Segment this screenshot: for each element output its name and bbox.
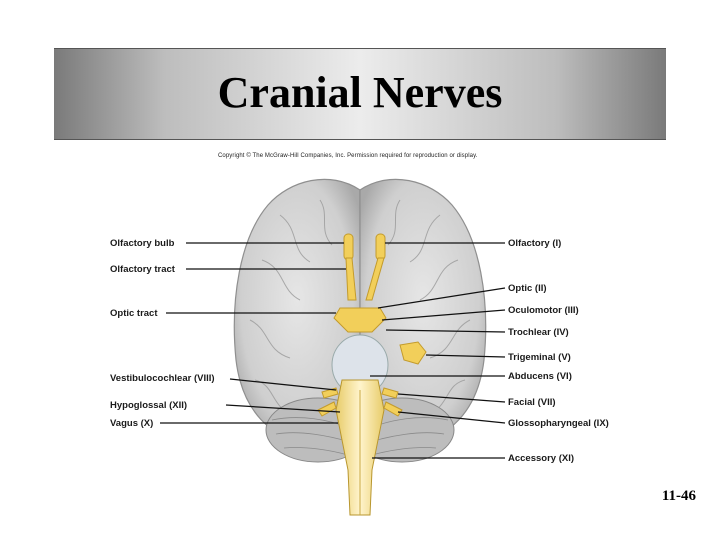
label-optic-nerve: Optic (II) (508, 283, 547, 294)
label-abducens: Abducens (VI) (508, 371, 572, 382)
title-banner: Cranial Nerves (54, 48, 666, 140)
label-olfactory-nerve: Olfactory (I) (508, 238, 562, 249)
label-vagus: Vagus (X) (110, 418, 154, 429)
label-glossopharyngeal: Glossopharyngeal (IX) (508, 418, 609, 429)
label-trigeminal: Trigeminal (V) (508, 352, 571, 363)
copyright-notice: Copyright © The McGraw-Hill Companies, I… (218, 153, 478, 159)
label-optic-tract: Optic tract (110, 308, 158, 319)
label-vestibulocochlear: Vestibulocochlear (VIII) (110, 373, 215, 384)
slide-title: Cranial Nerves (217, 68, 503, 117)
label-olfactory-tract: Olfactory tract (110, 264, 175, 275)
label-hypoglossal: Hypoglossal (XII) (110, 400, 188, 411)
label-facial: Facial (VII) (508, 397, 556, 408)
label-olfactory-bulb: Olfactory bulb (110, 238, 175, 249)
label-accessory: Accessory (XI) (508, 453, 575, 464)
page-number: 11-46 (661, 488, 696, 504)
label-oculomotor: Oculomotor (III) (508, 305, 579, 316)
label-trochlear: Trochlear (IV) (508, 327, 569, 338)
